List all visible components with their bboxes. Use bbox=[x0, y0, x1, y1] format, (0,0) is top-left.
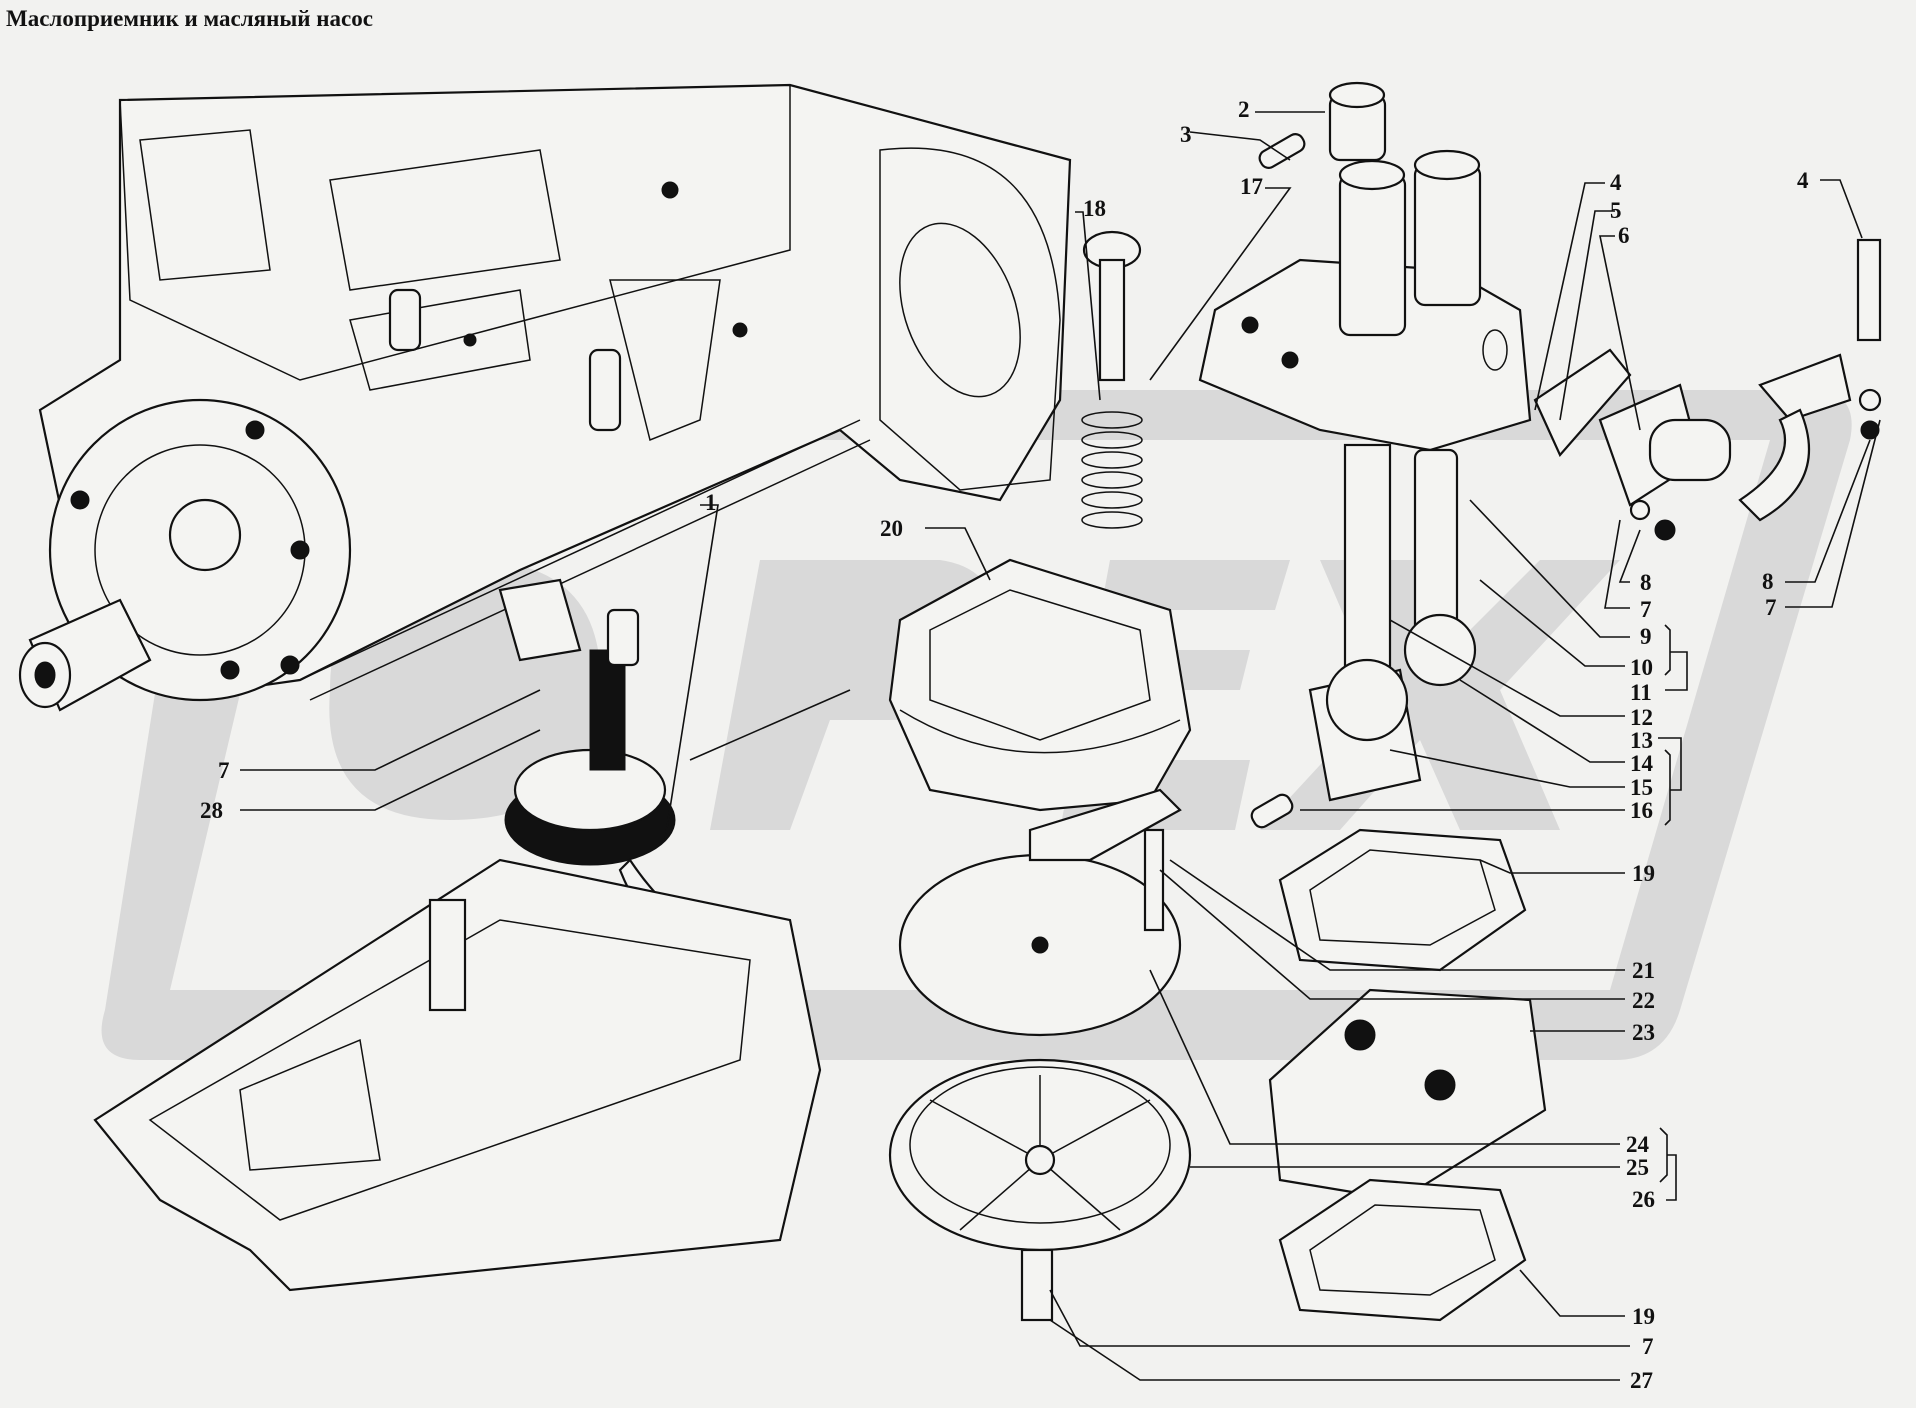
callout-7a: 7 bbox=[1640, 597, 1652, 622]
relief-valve bbox=[1081, 230, 1143, 529]
callout-25: 25 bbox=[1626, 1155, 1649, 1180]
callout-7c: 7 bbox=[1642, 1334, 1654, 1359]
callout-26: 26 bbox=[1632, 1187, 1655, 1212]
outlet-flange bbox=[1533, 238, 1882, 541]
callout-8a: 8 bbox=[1640, 570, 1652, 595]
callout-28: 28 bbox=[200, 798, 223, 823]
callout-1: 1 bbox=[705, 490, 717, 515]
callout-22: 22 bbox=[1632, 988, 1655, 1013]
callout-17: 17 bbox=[1240, 174, 1263, 199]
oil-pickup bbox=[498, 578, 782, 992]
callout-2: 2 bbox=[1238, 97, 1250, 122]
pump-cover bbox=[888, 558, 1192, 812]
callout-14: 14 bbox=[1630, 751, 1654, 776]
strainer-screen bbox=[898, 788, 1547, 1202]
callout-13: 13 bbox=[1630, 728, 1653, 753]
callout-19a: 19 bbox=[1632, 861, 1655, 886]
diagram-title: Маслоприемник и масляный насос bbox=[6, 6, 373, 31]
oil-pan bbox=[93, 858, 822, 1292]
callout-23: 23 bbox=[1632, 1020, 1655, 1045]
callout-7b: 7 bbox=[1765, 595, 1777, 620]
callout-12: 12 bbox=[1630, 705, 1653, 730]
leader-lines bbox=[240, 111, 1881, 1381]
gaskets bbox=[1278, 828, 1527, 1322]
strainer-housing bbox=[888, 1058, 1192, 1322]
callout-21: 21 bbox=[1632, 958, 1655, 983]
callout-9: 9 bbox=[1640, 624, 1652, 649]
pump-gears bbox=[1250, 443, 1477, 829]
spring bbox=[1081, 411, 1143, 529]
callout-10: 10 bbox=[1630, 655, 1653, 680]
callout-11: 11 bbox=[1630, 680, 1652, 705]
engine-block bbox=[18, 83, 1072, 712]
callout-24: 24 bbox=[1626, 1132, 1650, 1157]
callout-3: 3 bbox=[1180, 122, 1192, 147]
callout-4a: 4 bbox=[1610, 170, 1622, 195]
callout-8b: 8 bbox=[1762, 569, 1774, 594]
callout-5: 5 bbox=[1610, 198, 1622, 223]
callout-27: 27 bbox=[1630, 1368, 1653, 1393]
callout-4b: 4 bbox=[1797, 168, 1809, 193]
pump-body bbox=[1198, 81, 1532, 452]
callout-18: 18 bbox=[1083, 196, 1106, 221]
callout-7d: 7 bbox=[218, 758, 230, 783]
callout-20: 20 bbox=[880, 516, 903, 541]
callout-16: 16 bbox=[1630, 798, 1653, 823]
callout-19b: 19 bbox=[1632, 1304, 1655, 1329]
callout-15: 15 bbox=[1630, 775, 1653, 800]
callout-labels: 1 2 3 4 5 6 4 17 18 20 8 7 8 7 9 10 11 1… bbox=[200, 97, 1809, 1393]
callout-6: 6 bbox=[1618, 223, 1630, 248]
